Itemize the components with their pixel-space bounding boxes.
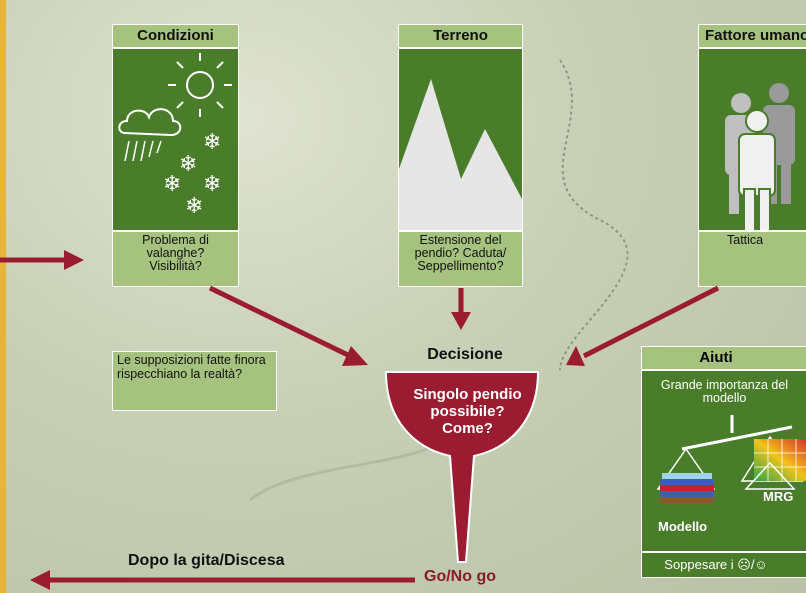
panel-condizioni-footer: Problema di valanghe? Visibilità? — [112, 231, 239, 287]
modello-label: Modello — [658, 519, 708, 534]
mrg-label: MRG — [763, 489, 794, 504]
funnel-line: Singolo pendio — [413, 386, 522, 403]
decision-funnel — [384, 371, 540, 563]
panel-fattore-title: Fattore umano — [698, 24, 806, 48]
footer-line: valanghe? — [146, 246, 205, 260]
assumption-note: Le supposizioni fatte finora rispecchian… — [112, 351, 277, 411]
after-tour-label: Dopo la gita/Discesa — [128, 552, 285, 569]
go-nogo-label: Go/No go — [424, 568, 496, 585]
footer-line: pendio? Caduta/ — [414, 246, 507, 260]
aiuti-title: Aiuti — [641, 346, 806, 370]
panel-condizioni-title: Condizioni — [112, 24, 239, 48]
funnel-line: possibile? — [430, 403, 505, 420]
svg-text:❄: ❄ — [203, 130, 221, 155]
mountain-icon — [399, 79, 522, 230]
people-icon — [725, 83, 795, 235]
accent-bar — [0, 0, 6, 593]
footer-line: Seppellimento? — [417, 259, 504, 273]
panel-fattore-body — [698, 48, 806, 235]
aiuti-subtitle: Grande importanza del modello — [642, 371, 806, 405]
footer-line: Problema di — [142, 233, 209, 247]
balance-icon — [656, 415, 806, 503]
svg-text:❄: ❄ — [163, 172, 181, 197]
aiuti-title-text: Aiuti — [699, 349, 733, 366]
footer-line: Estensione del — [419, 233, 502, 247]
aiuti-body: Grande importanza del modello Modello MR… — [641, 370, 806, 552]
weather-icon: ❄❄ ❄❄❄ — [118, 53, 232, 219]
footer-line: Tattica — [727, 233, 764, 247]
aiuti-footer-text: Soppesare i ☹/☺ — [664, 557, 768, 572]
svg-text:❄: ❄ — [185, 194, 203, 219]
panel-condizioni-body: ❄❄ ❄❄❄ — [112, 48, 239, 231]
panel-terreno-title: Terreno — [398, 24, 523, 48]
decision-title: Decisione — [427, 346, 503, 363]
decision-question: Singolo pendio possibile? Come? — [395, 386, 540, 437]
panel-terreno-body — [398, 48, 523, 231]
panel-terreno-footer: Estensione del pendio? Caduta/ Seppellim… — [398, 231, 523, 287]
footer-line: Visibilità? — [149, 259, 202, 273]
aiuti-subtitle-line: Grande importanza del — [660, 378, 789, 392]
panel-fattore-footer: Tattica — [698, 231, 806, 287]
svg-text:❄: ❄ — [179, 152, 197, 177]
svg-text:❄: ❄ — [203, 172, 221, 197]
aiuti-footer: Soppesare i ☹/☺ — [641, 552, 806, 578]
funnel-line: Come? — [442, 420, 493, 437]
aiuti-subtitle-line: modello — [702, 391, 747, 405]
